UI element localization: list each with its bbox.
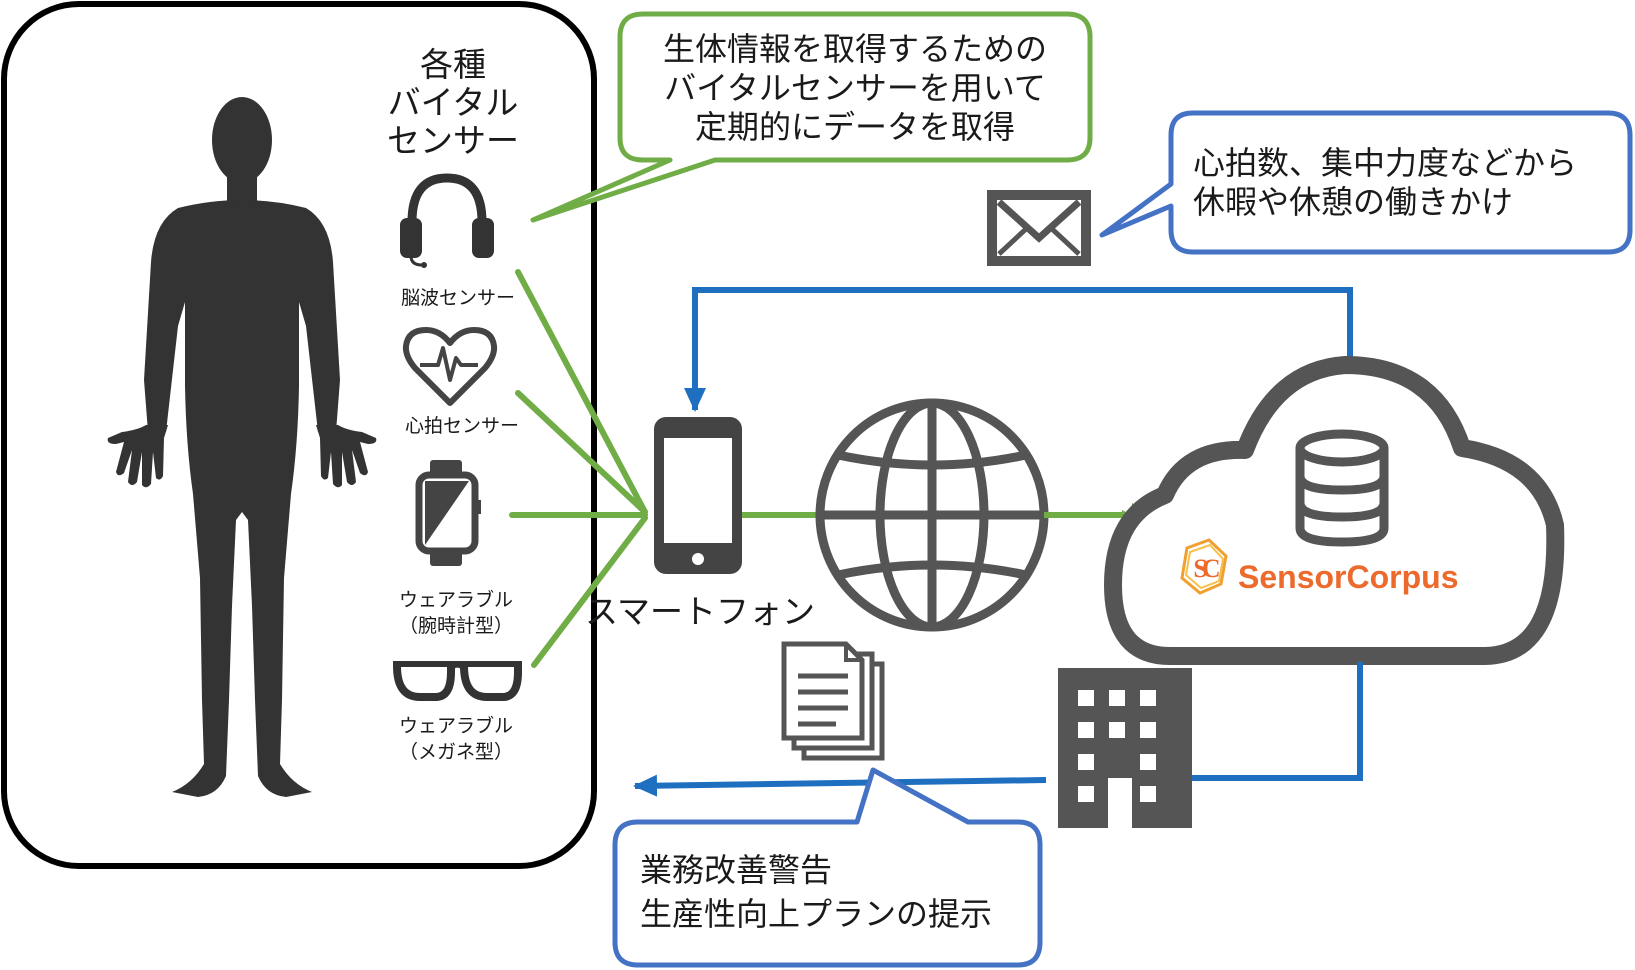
notification-callout-line-2: 休暇や休憩の働きかけ — [1193, 183, 1513, 221]
database-icon — [1295, 429, 1389, 547]
cloud-icon — [1104, 356, 1565, 665]
documents-icon — [781, 641, 885, 761]
feedback-connector — [684, 287, 1353, 412]
heart-pulse-icon — [402, 327, 498, 406]
panel-title-line-1: 各種 — [420, 45, 486, 84]
report-callout-line-2: 生産性向上プランの提示 — [640, 895, 992, 933]
globe-icon — [815, 398, 1049, 632]
heartrate-sensor-label: 心拍センサー — [405, 415, 519, 437]
headset-icon — [400, 173, 494, 268]
smartphone-icon — [654, 417, 742, 574]
envelope-icon — [987, 190, 1091, 266]
smartwatch-icon — [415, 460, 481, 566]
glasses-label-line-2: （メガネ型） — [399, 741, 513, 763]
sensor-connectors — [509, 269, 648, 668]
report-connector — [633, 662, 1363, 797]
report-callout-line-1: 業務改善警告 — [640, 851, 832, 889]
logo-text: SensorCorpus — [1238, 559, 1458, 595]
panel-title-line-3: センサー — [387, 121, 519, 160]
glasses-icon — [393, 661, 522, 701]
report-callout — [612, 767, 1043, 968]
acquisition-callout — [530, 11, 1093, 223]
watch-label-line-1: ウェアラブル — [399, 588, 513, 611]
acquisition-callout-line-1: 生体情報を取得するための — [663, 30, 1047, 68]
notification-callout-line-1: 心拍数、集中力度などから — [1193, 144, 1577, 182]
watch-label-line-2: （腕時計型） — [399, 615, 513, 637]
human-silhouette-icon — [107, 97, 377, 797]
smartphone-label: スマートフォン — [585, 592, 815, 631]
glasses-label-line-1: ウェアラブル — [399, 714, 513, 737]
sensorcorpus-logo: SC SensorCorpus — [1180, 538, 1458, 595]
building-icon — [1058, 668, 1192, 828]
acquisition-callout-line-2: バイタルセンサーを用いて — [664, 69, 1046, 107]
panel-title-line-2: バイタル — [388, 83, 519, 122]
person-panel — [1, 1, 597, 869]
notification-callout — [1099, 110, 1633, 255]
acquisition-callout-line-3: 定期的にデータを取得 — [695, 108, 1015, 146]
brainwave-sensor-label: 脳波センサー — [401, 287, 515, 309]
